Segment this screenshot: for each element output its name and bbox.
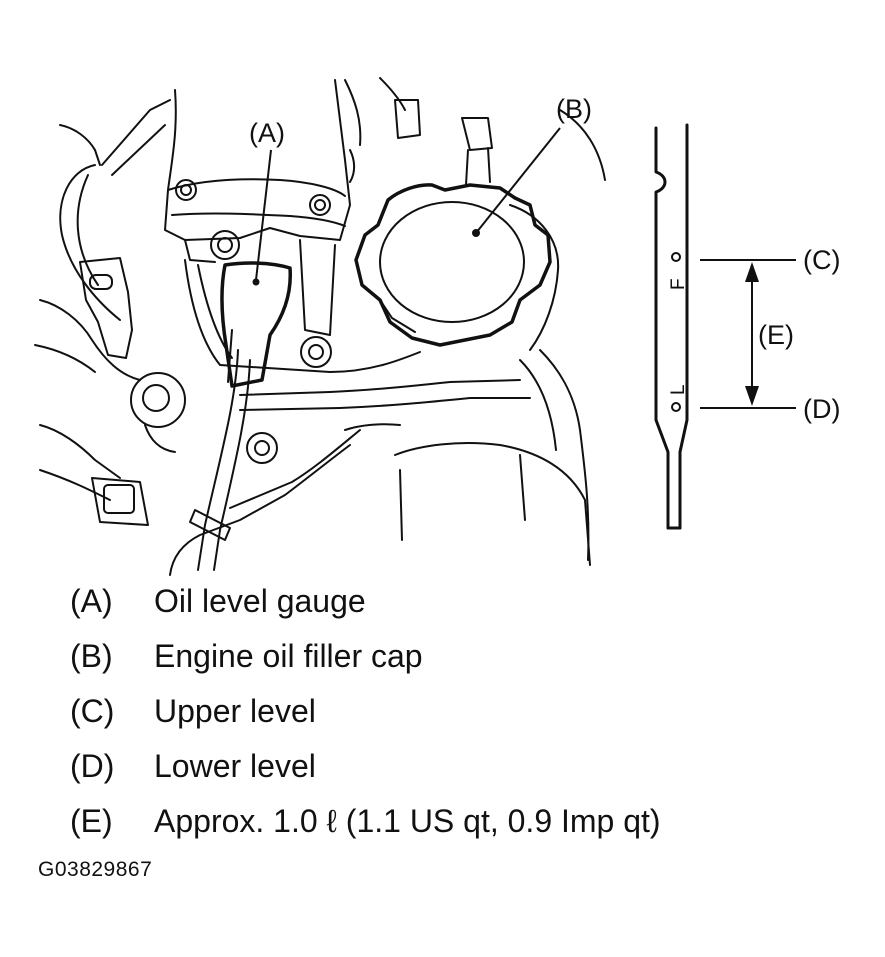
gauge-callout-dot bbox=[252, 278, 260, 286]
engine-oil-filler-cap bbox=[354, 183, 552, 347]
legend-text: Approx. 1.0 ℓ (1.1 US qt, 0.9 Imp qt) bbox=[154, 803, 661, 839]
legend-key: (D) bbox=[70, 748, 115, 784]
figure-id: G03829867 bbox=[38, 858, 153, 881]
gauge-lower-dot bbox=[671, 402, 681, 412]
callout-d: (D) bbox=[803, 394, 840, 424]
dimension-arrow-up bbox=[745, 262, 759, 282]
legend-text: Lower level bbox=[154, 748, 316, 784]
dipstick-detail bbox=[654, 123, 689, 530]
legend-key: (A) bbox=[70, 583, 113, 619]
dimension-arrow-down bbox=[745, 386, 759, 406]
legend-item-b: (B) Engine oil filler cap bbox=[70, 629, 661, 684]
callout-e: (E) bbox=[758, 320, 794, 350]
legend-item-d: (D) Lower level bbox=[70, 739, 661, 794]
legend-item-e: (E) Approx. 1.0 ℓ (1.1 US qt, 0.9 Imp qt… bbox=[70, 794, 661, 849]
level-markers bbox=[700, 259, 796, 409]
legend-key: (E) bbox=[70, 803, 113, 839]
callout-b: (B) bbox=[556, 94, 592, 124]
callout-c: (C) bbox=[803, 245, 840, 275]
legend-text: Oil level gauge bbox=[154, 583, 366, 619]
legend-item-c: (C) Upper level bbox=[70, 684, 661, 739]
gauge-upper-mark: F bbox=[668, 278, 689, 290]
legend-key: (C) bbox=[70, 693, 115, 729]
legend: (A) Oil level gauge (B) Engine oil fille… bbox=[70, 574, 661, 849]
callout-a: (A) bbox=[249, 118, 285, 148]
oil-level-gauge bbox=[189, 261, 292, 571]
leader-lines bbox=[255, 127, 561, 281]
engine-illustration bbox=[34, 77, 606, 576]
legend-key: (B) bbox=[70, 638, 113, 674]
legend-item-a: (A) Oil level gauge bbox=[70, 574, 661, 629]
legend-text: Engine oil filler cap bbox=[154, 638, 423, 674]
legend-text: Upper level bbox=[154, 693, 316, 729]
gauge-lower-mark: L bbox=[668, 384, 689, 395]
gauge-upper-dot bbox=[671, 252, 681, 262]
